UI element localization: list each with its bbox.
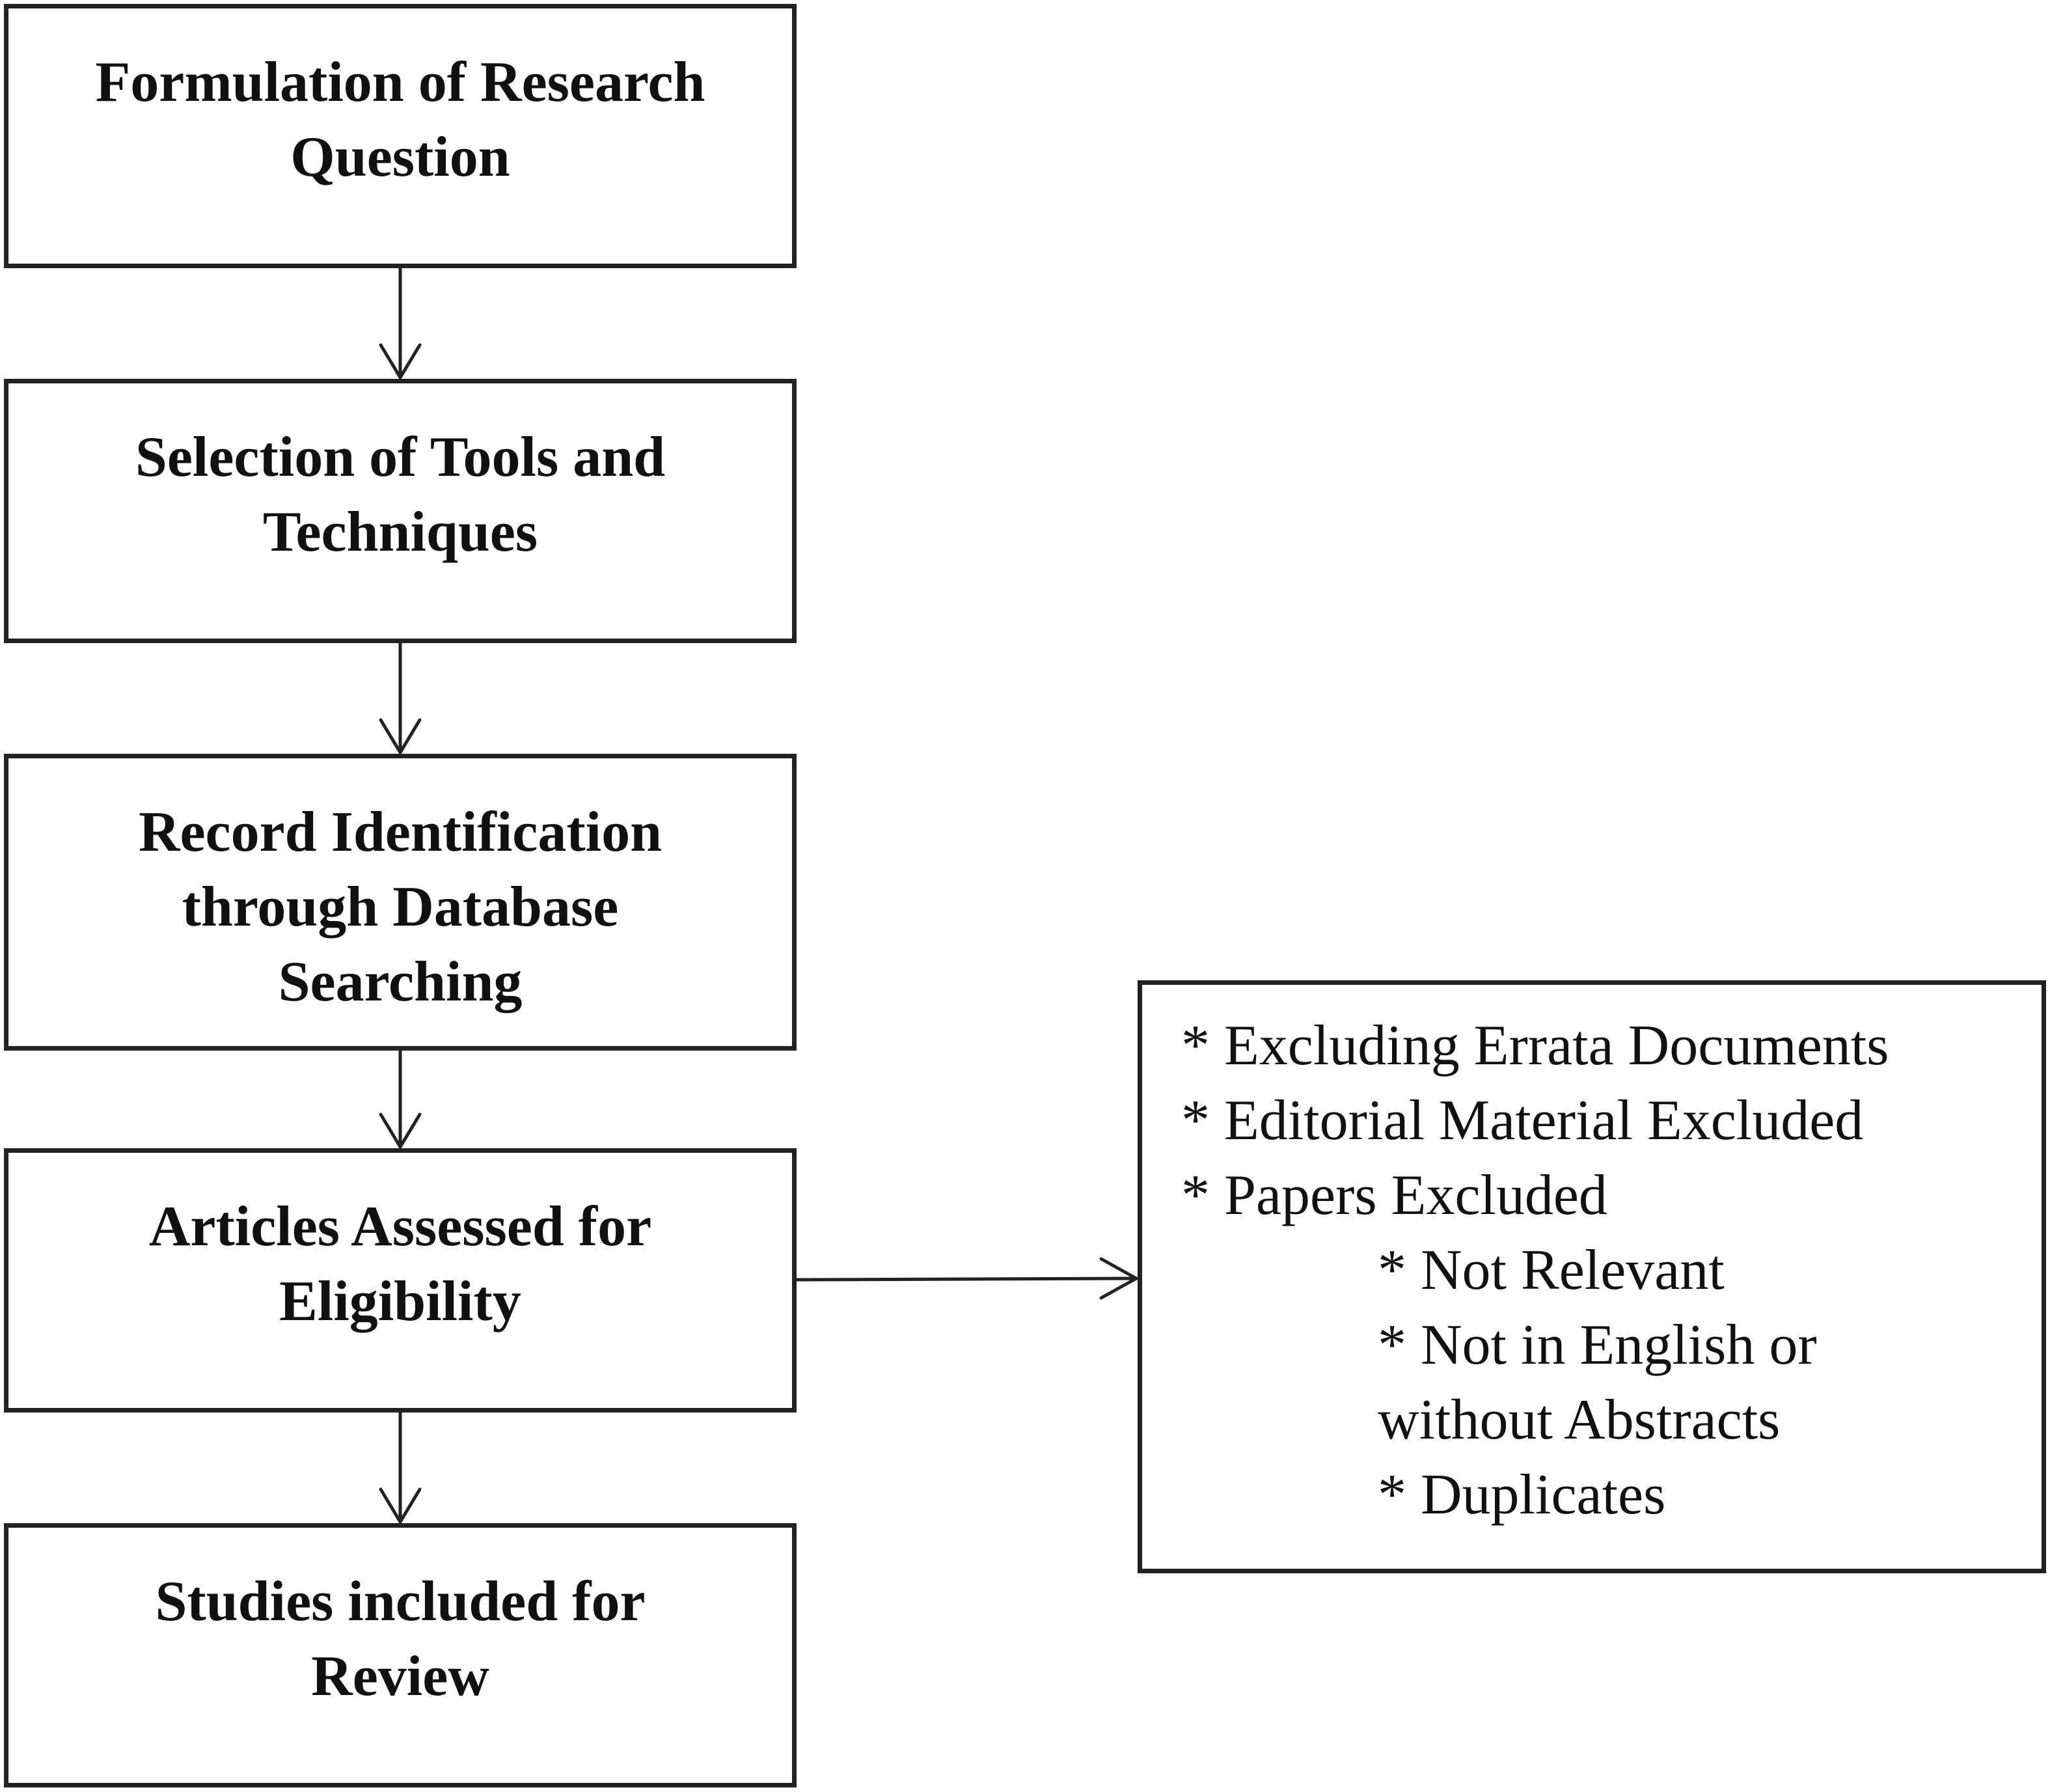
arrowhead-step3 bbox=[379, 718, 422, 754]
exclusion-item: * Editorial Material Excluded bbox=[1181, 1089, 1864, 1152]
exclusion-sub-item: * Not in English or bbox=[1378, 1314, 1817, 1377]
step-label-line: Searching bbox=[278, 950, 523, 1013]
arrow-step4-to-exclusions bbox=[795, 1276, 1138, 1282]
arrowhead-step2 bbox=[379, 343, 422, 379]
step-label-line: through Database bbox=[182, 875, 619, 939]
arrowhead-exclusions bbox=[1099, 1257, 1138, 1300]
exclusion-item: * Excluding Errata Documents bbox=[1181, 1014, 1889, 1077]
arrowhead-step4 bbox=[379, 1112, 422, 1149]
exclusion-sub-item: without Abstracts bbox=[1378, 1388, 1781, 1452]
step-label-line: Selection of Tools and bbox=[135, 426, 666, 489]
exclusion-item: * Papers Excluded bbox=[1181, 1164, 1607, 1227]
step-label-line: Record Identification bbox=[138, 801, 663, 864]
exclusion-criteria-box: * Excluding Errata Documents * Editorial… bbox=[1138, 980, 2046, 1573]
step-box-research-question: Formulation of Research Question bbox=[4, 4, 797, 268]
exclusion-sub-item: * Not Relevant bbox=[1378, 1239, 1725, 1302]
step-label-line: Question bbox=[290, 126, 510, 189]
step-label-line: Studies included for bbox=[155, 1570, 646, 1633]
step-label-line: Techniques bbox=[262, 501, 538, 564]
step-label-line: Review bbox=[311, 1645, 489, 1708]
step-label-line: Formulation of Research bbox=[95, 51, 705, 114]
step-label-line: Eligibility bbox=[279, 1270, 521, 1333]
step-box-eligibility: Articles Assessed for Eligibility bbox=[4, 1148, 797, 1413]
exclusion-sub-item: * Duplicates bbox=[1378, 1463, 1666, 1526]
arrowhead-step5 bbox=[379, 1487, 422, 1524]
step-box-record-identification: Record Identification through Database S… bbox=[4, 754, 797, 1051]
step-box-tools-techniques: Selection of Tools and Techniques bbox=[4, 379, 797, 643]
step-label-line: Articles Assessed for bbox=[148, 1195, 652, 1258]
step-box-studies-included: Studies included for Review bbox=[4, 1523, 797, 1787]
